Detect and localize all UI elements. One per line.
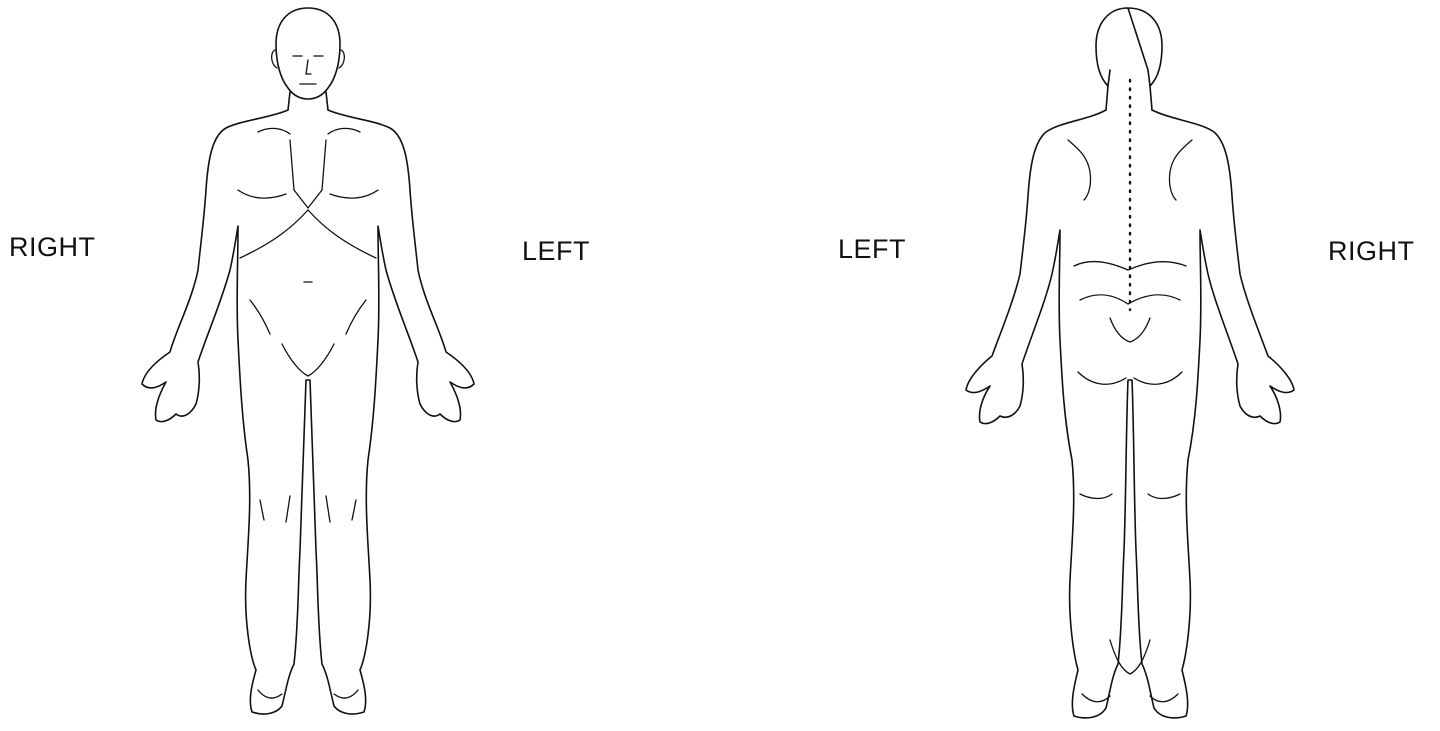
back-body-outline-svg xyxy=(960,0,1300,726)
front-body-outline-svg xyxy=(130,0,490,726)
front-chest-lines xyxy=(238,128,378,258)
front-body-diagram xyxy=(130,0,490,726)
front-ankle-lines xyxy=(258,690,358,698)
back-body-diagram xyxy=(960,0,1300,726)
back-left-side-label: LEFT xyxy=(838,236,906,263)
front-left-side-label: LEFT xyxy=(522,238,590,265)
front-right-side-label: RIGHT xyxy=(9,234,96,261)
back-head xyxy=(1096,8,1162,86)
front-hip-lines xyxy=(250,300,366,376)
front-body-silhouette xyxy=(142,110,474,714)
front-face-features xyxy=(293,56,323,84)
back-right-side-label: RIGHT xyxy=(1328,238,1415,265)
back-ankle-lines xyxy=(1082,640,1178,702)
back-buttocks-lines xyxy=(1078,372,1182,384)
front-knee-lines xyxy=(260,496,356,522)
front-head xyxy=(276,8,340,99)
back-knee-lines xyxy=(1080,494,1180,499)
